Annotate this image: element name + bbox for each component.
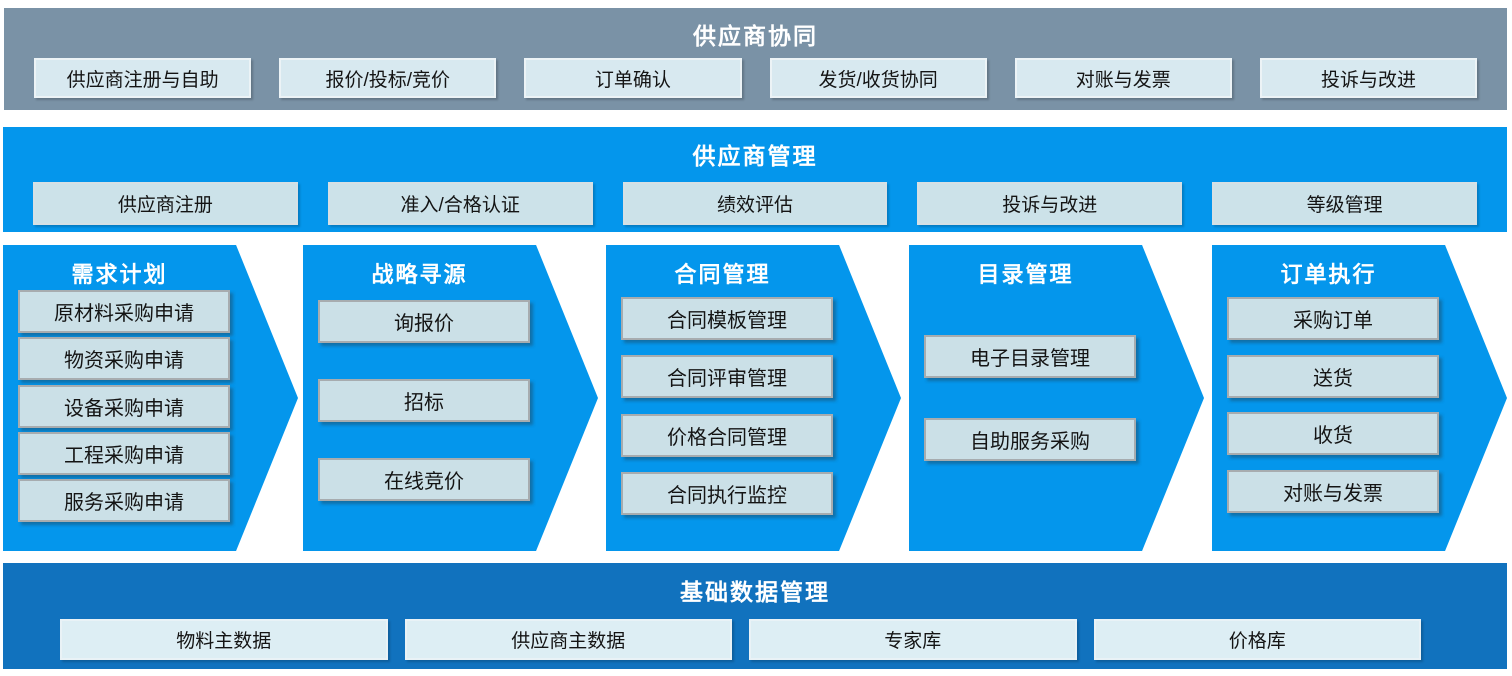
module-box-price-library: 价格库	[1093, 619, 1421, 660]
module-box-contract-review: 合同评审管理	[621, 355, 833, 399]
module-box-material-master-data: 物料主数据	[60, 619, 388, 660]
module-box-expert-library: 专家库	[749, 619, 1077, 660]
process-chevron-order-execution: 订单执行 采购订单 送货 收货 对账与发票	[1212, 245, 1507, 551]
process-chevron-catalog-management: 目录管理 电子目录管理 自助服务采购	[909, 245, 1204, 551]
module-box-online-auction: 在线竞价	[318, 458, 530, 501]
chevron-title-contract-management: 合同管理	[674, 262, 771, 287]
chevron-title-demand-planning: 需求计划	[71, 262, 168, 287]
module-box-quote-bid-auction: 报价/投标/竞价	[279, 58, 497, 98]
module-box-shipping-receiving-collab: 发货/收货协同	[769, 58, 987, 98]
supplier-management-title: 供应商管理	[692, 143, 818, 169]
module-box-selfservice-procurement: 自助服务采购	[924, 418, 1136, 461]
base-data-management-title: 基础数据管理	[680, 579, 830, 605]
chevron-items-demand-planning: 原材料采购申请 物资采购申请 设备采购申请 工程采购申请 服务采购申请	[18, 290, 230, 522]
module-box-admission-qualification: 准入/合格认证	[327, 182, 593, 225]
module-box-supplier-master-data: 供应商主数据	[404, 619, 732, 660]
supplier-collaboration-title: 供应商协同	[693, 23, 818, 49]
module-box-performance-evaluation: 绩效评估	[622, 182, 888, 225]
chevron-title-strategic-sourcing: 战略寻源	[371, 262, 468, 287]
module-box-raw-material-request: 原材料采购申请	[18, 290, 230, 333]
supplier-management-row: 供应商注册 准入/合格认证 绩效评估 投诉与改进 等级管理	[3, 182, 1507, 225]
module-box-supplier-registration-selfservice: 供应商注册与自助	[34, 58, 252, 98]
module-box-reconciliation-invoice-2: 对账与发票	[1227, 469, 1439, 513]
process-chevron-contract-management: 合同管理 合同模板管理 合同评审管理 价格合同管理 合同执行监控	[606, 245, 901, 551]
chevron-items-strategic-sourcing: 询报价 招标 在线竞价	[318, 300, 530, 501]
module-box-reconciliation-invoice: 对账与发票	[1014, 58, 1232, 98]
procurement-process-row: 需求计划 原材料采购申请 物资采购申请 设备采购申请 工程采购申请 服务采购申请…	[3, 245, 1509, 551]
module-box-contract-template: 合同模板管理	[621, 297, 833, 340]
supplier-collaboration-row: 供应商注册与自助 报价/投标/竞价 订单确认 发货/收货协同 对账与发票 投诉与…	[4, 58, 1507, 98]
module-box-equipment-request: 设备采购申请	[18, 384, 230, 428]
base-data-management-band: 基础数据管理 物料主数据 供应商主数据 专家库 价格库	[3, 563, 1507, 669]
module-box-delivery: 送货	[1227, 354, 1439, 398]
module-box-rfq: 询报价	[318, 300, 530, 343]
module-box-material-request: 物资采购申请	[18, 337, 230, 381]
module-box-price-contract: 价格合同管理	[621, 413, 833, 457]
supplier-management-band: 供应商管理 供应商注册 准入/合格认证 绩效评估 投诉与改进 等级管理	[3, 127, 1507, 232]
module-box-grade-management: 等级管理	[1212, 182, 1477, 225]
module-box-order-confirmation: 订单确认	[524, 58, 742, 98]
module-box-goods-receipt: 收货	[1227, 412, 1439, 456]
module-box-purchase-order: 采购订单	[1227, 297, 1439, 340]
process-chevron-demand-planning: 需求计划 原材料采购申请 物资采购申请 设备采购申请 工程采购申请 服务采购申请	[3, 245, 298, 551]
module-box-tendering: 招标	[318, 379, 530, 422]
base-data-management-row: 物料主数据 供应商主数据 专家库 价格库	[3, 619, 1507, 660]
chevron-items-contract-management: 合同模板管理 合同评审管理 价格合同管理 合同执行监控	[621, 297, 833, 515]
module-box-ecatalog-management: 电子目录管理	[924, 335, 1136, 378]
supplier-collaboration-band: 供应商协同 供应商注册与自助 报价/投标/竞价 订单确认 发货/收货协同 对账与…	[4, 8, 1507, 110]
process-chevron-strategic-sourcing: 战略寻源 询报价 招标 在线竞价	[303, 245, 598, 551]
module-box-service-request: 服务采购申请	[18, 479, 230, 522]
chevron-title-catalog-management: 目录管理	[977, 262, 1074, 287]
module-box-complaint-improvement: 投诉与改进	[1259, 58, 1478, 98]
chevron-items-catalog-management: 电子目录管理 自助服务采购	[924, 335, 1136, 461]
chevron-items-order-execution: 采购订单 送货 收货 对账与发票	[1227, 297, 1439, 513]
chevron-title-order-execution: 订单执行	[1280, 262, 1377, 287]
module-box-complaint-improvement-2: 投诉与改进	[917, 182, 1183, 225]
module-box-engineering-request: 工程采购申请	[18, 431, 230, 475]
module-box-contract-execution-monitor: 合同执行监控	[621, 471, 833, 515]
module-box-supplier-registration: 供应商注册	[33, 182, 298, 225]
